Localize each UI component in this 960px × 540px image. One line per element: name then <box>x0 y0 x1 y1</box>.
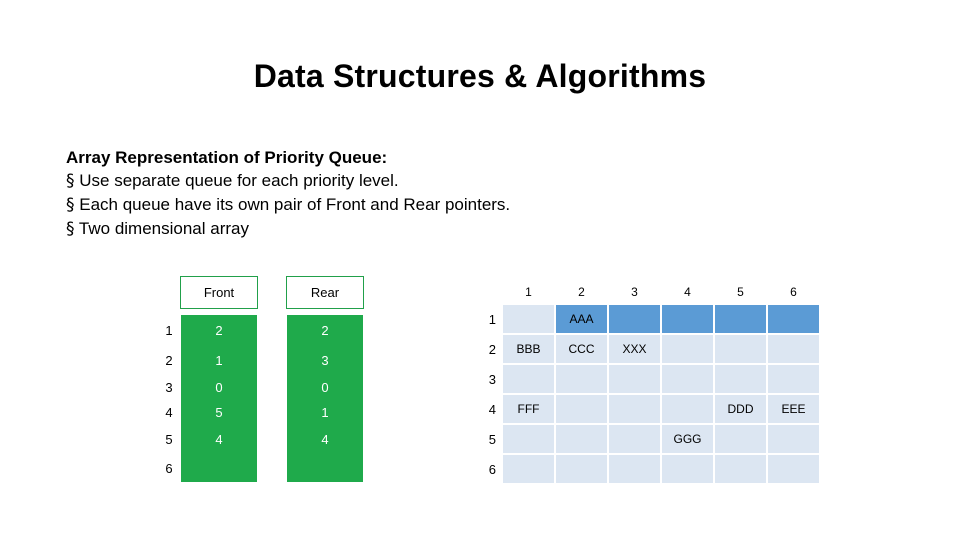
matrix-cell-1-4 <box>661 304 714 334</box>
row-label-5: 5 <box>165 432 173 447</box>
rear-value-2: 3 <box>286 345 364 375</box>
matrix-cell-3-6 <box>767 364 820 394</box>
table-row: 4 5 1 <box>158 400 364 424</box>
rear-value-1: 2 <box>286 315 364 345</box>
table-row: 2 BBB CCC XXX <box>476 334 820 364</box>
table-row: 3 0 0 <box>158 375 364 400</box>
body-heading: Array Representation of Priority Queue: <box>66 148 388 167</box>
matrix-cell-6-4 <box>661 454 714 484</box>
matrix-cell-1-6 <box>767 304 820 334</box>
matrix-cell-1-2: AAA <box>555 304 608 334</box>
column-header-6: 6 <box>790 285 797 299</box>
matrix-cell-2-2: CCC <box>555 334 608 364</box>
matrix-cell-5-1 <box>502 424 555 454</box>
column-header-4: 4 <box>684 285 691 299</box>
matrix-cell-4-6: EEE <box>767 394 820 424</box>
row-label-6: 6 <box>488 461 496 477</box>
matrix-cell-2-6 <box>767 334 820 364</box>
table-row: 1 2 2 <box>158 315 364 345</box>
rear-value-5: 4 <box>286 424 364 455</box>
queue-matrix: 1 2 3 4 5 6 1 AAA 2 BBB CCC XXX 3 4 FFF <box>476 280 820 484</box>
bullet-item-1: § Use separate queue for each priority l… <box>66 169 510 193</box>
column-header-3: 3 <box>631 285 638 299</box>
column-header-rear: Rear <box>286 276 364 309</box>
column-header-front: Front <box>180 276 258 309</box>
matrix-cell-3-3 <box>608 364 661 394</box>
page-title: Data Structures & Algorithms <box>253 58 707 94</box>
matrix-cell-4-2 <box>555 394 608 424</box>
matrix-cell-4-4 <box>661 394 714 424</box>
matrix-cell-3-5 <box>714 364 767 394</box>
row-label-5: 5 <box>488 431 496 447</box>
table-row: 3 <box>476 364 820 394</box>
row-label-spacer <box>158 276 180 309</box>
matrix-cell-1-3 <box>608 304 661 334</box>
front-value-5: 4 <box>180 424 258 455</box>
matrix-cell-5-5 <box>714 424 767 454</box>
bullet-text-3: Two dimensional array <box>78 219 249 238</box>
matrix-cell-6-1 <box>502 454 555 484</box>
front-value-1: 2 <box>180 315 258 345</box>
row-label-2: 2 <box>488 341 496 357</box>
bullet-marker-icon: § <box>66 195 75 215</box>
row-label-4: 4 <box>488 401 496 417</box>
matrix-cell-2-4 <box>661 334 714 364</box>
front-value-2: 1 <box>180 345 258 375</box>
row-label-6: 6 <box>165 461 173 476</box>
table-row: 6 <box>476 454 820 484</box>
bullet-text-2: Each queue have its own pair of Front an… <box>79 195 511 214</box>
bullet-marker-icon: § <box>66 219 75 239</box>
matrix-cell-5-4: GGG <box>661 424 714 454</box>
matrix-cell-2-1: BBB <box>502 334 555 364</box>
matrix-cell-1-5 <box>714 304 767 334</box>
row-label-1: 1 <box>165 322 173 338</box>
row-label-4: 4 <box>165 404 173 420</box>
pointer-table-header-row: Front Rear <box>158 276 364 309</box>
matrix-cell-4-1: FFF <box>502 394 555 424</box>
rear-value-6 <box>286 455 364 482</box>
row-label-1: 1 <box>488 311 496 327</box>
matrix-cell-5-3 <box>608 424 661 454</box>
matrix-cell-3-4 <box>661 364 714 394</box>
matrix-cell-2-3: XXX <box>608 334 661 364</box>
front-value-3: 0 <box>180 375 258 400</box>
matrix-cell-1-1 <box>502 304 555 334</box>
matrix-cell-2-5 <box>714 334 767 364</box>
column-header-5: 5 <box>737 285 744 299</box>
bullet-item-3: § Two dimensional array <box>66 217 510 241</box>
table-row: 4 FFF DDD EEE <box>476 394 820 424</box>
matrix-cell-6-5 <box>714 454 767 484</box>
table-row: 2 1 3 <box>158 345 364 375</box>
table-row: 1 AAA <box>476 304 820 334</box>
matrix-cell-4-3 <box>608 394 661 424</box>
front-value-6 <box>180 455 258 482</box>
matrix-cell-5-6 <box>767 424 820 454</box>
bullet-text-1: Use separate queue for each priority lev… <box>79 171 399 190</box>
table-row: 6 <box>158 455 364 482</box>
corner-spacer <box>476 280 502 304</box>
row-label-3: 3 <box>165 380 173 395</box>
row-label-3: 3 <box>488 371 496 387</box>
body-text-block: Array Representation of Priority Queue: … <box>66 146 510 241</box>
table-row: 5 4 4 <box>158 424 364 455</box>
queue-matrix-header-row: 1 2 3 4 5 6 <box>476 280 820 304</box>
bullet-marker-icon: § <box>66 171 75 191</box>
row-label-2: 2 <box>165 352 173 368</box>
matrix-cell-5-2 <box>555 424 608 454</box>
rear-value-3: 0 <box>286 375 364 400</box>
matrix-cell-4-5: DDD <box>714 394 767 424</box>
matrix-cell-3-2 <box>555 364 608 394</box>
column-header-1: 1 <box>525 285 532 299</box>
matrix-cell-3-1 <box>502 364 555 394</box>
column-header-2: 2 <box>578 285 585 299</box>
table-row: 5 GGG <box>476 424 820 454</box>
bullet-item-2: § Each queue have its own pair of Front … <box>66 193 510 217</box>
matrix-cell-6-2 <box>555 454 608 484</box>
front-value-4: 5 <box>180 400 258 424</box>
pointer-table: Front Rear 1 2 2 2 1 3 3 0 0 4 5 1 5 4 4… <box>158 276 364 482</box>
rear-value-4: 1 <box>286 400 364 424</box>
matrix-cell-6-6 <box>767 454 820 484</box>
matrix-cell-6-3 <box>608 454 661 484</box>
